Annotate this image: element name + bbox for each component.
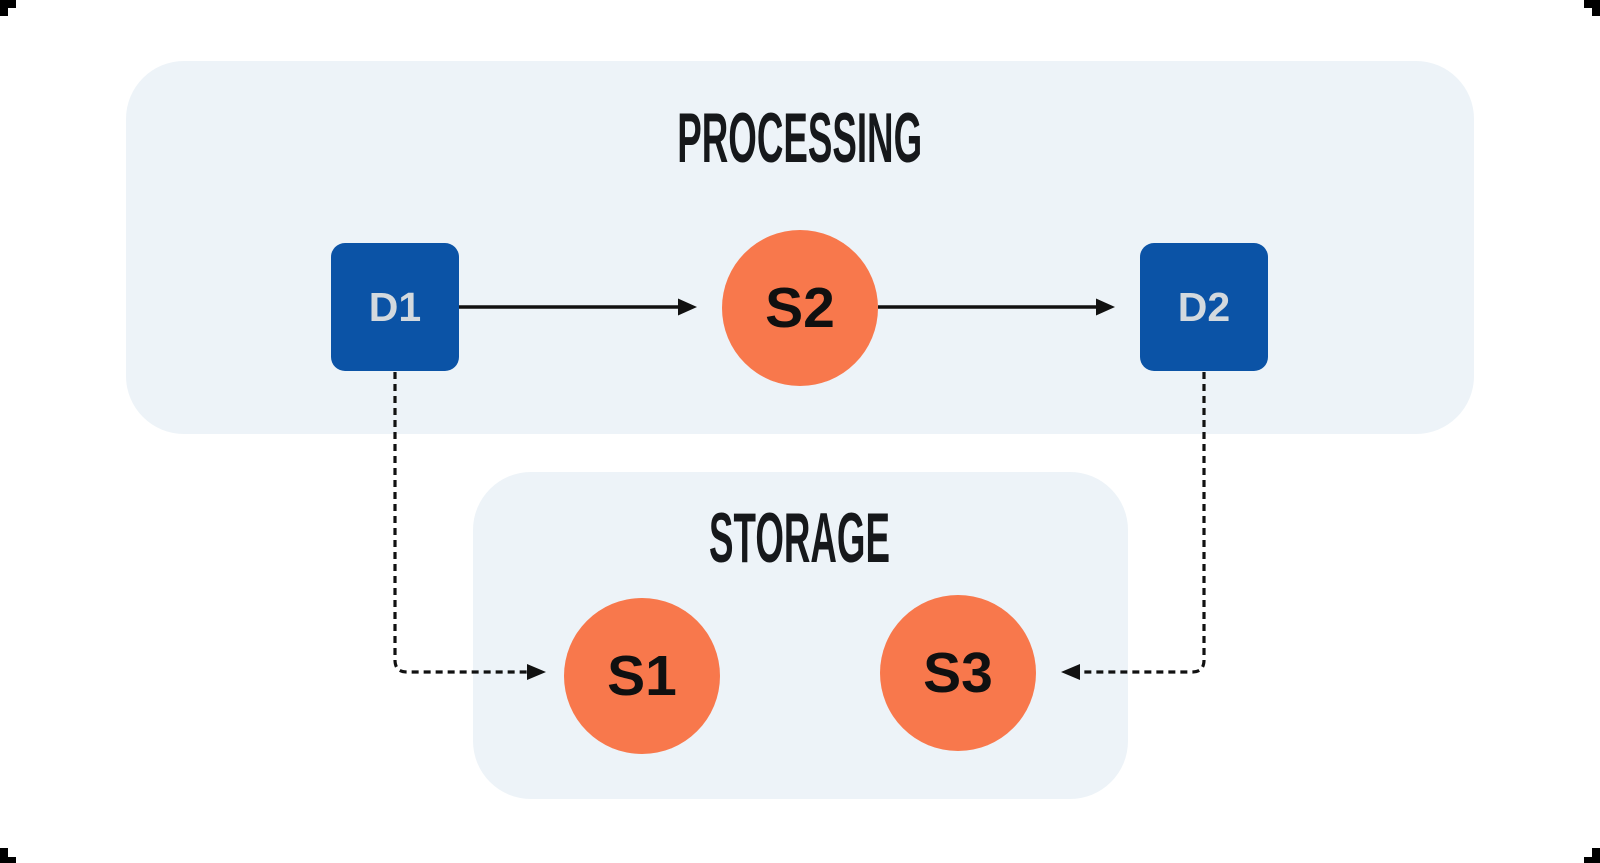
- node-d1: D1: [331, 243, 459, 371]
- corner-mark-top-right: [1584, 0, 1600, 16]
- node-d2: D2: [1140, 243, 1268, 371]
- node-s2: S2: [722, 230, 878, 386]
- processing-group-title-text: PROCESSING: [677, 98, 923, 178]
- node-s1: S1: [564, 598, 720, 754]
- node-s1-label: S1: [607, 644, 677, 708]
- processing-group-title: PROCESSING: [0, 98, 1600, 178]
- storage-group-title-text: STORAGE: [709, 498, 891, 578]
- node-d2-label: D2: [1177, 283, 1231, 330]
- corner-mark-bottom-right: [1584, 848, 1600, 863]
- edge-d2-s3: [1061, 372, 1206, 680]
- corner-mark-bottom-left: [0, 848, 16, 863]
- storage-group-title: STORAGE: [0, 498, 1600, 578]
- node-s3: S3: [880, 595, 1036, 751]
- node-d1-label: D1: [368, 283, 422, 330]
- node-s2-label: S2: [765, 276, 835, 340]
- corner-mark-top-left: [0, 0, 16, 16]
- edge-d1-s2: [459, 298, 697, 316]
- edge-d1-s1: [393, 372, 546, 680]
- edge-s2-d2: [878, 298, 1115, 316]
- node-s3-label: S3: [923, 641, 993, 705]
